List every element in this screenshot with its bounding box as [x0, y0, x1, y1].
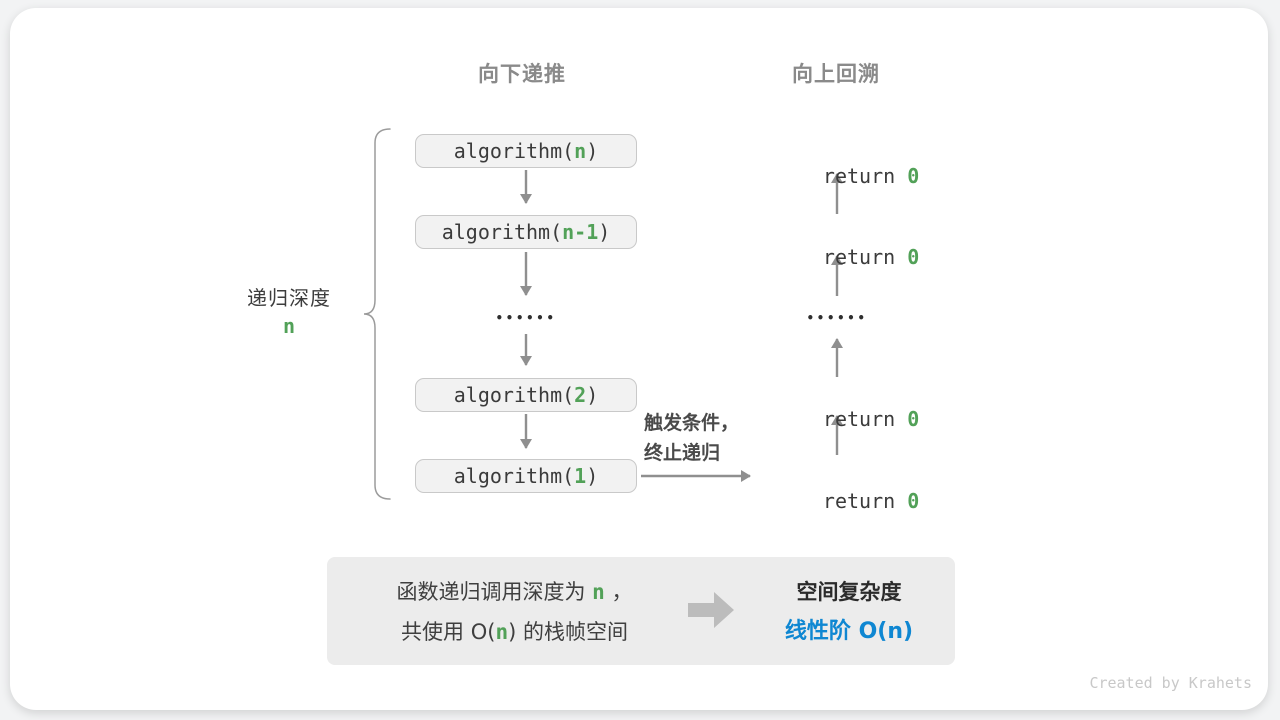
summary-var: n — [495, 620, 509, 644]
call-box-2: algorithm(2) — [415, 378, 637, 412]
base-case-label-line2: 终止递归 — [644, 442, 721, 464]
code-text: algorithm( — [453, 383, 575, 407]
code-text: ) — [598, 220, 611, 244]
call-box-1: algorithm(1) — [415, 459, 637, 493]
call-box-n-1: algorithm(n-1) — [415, 215, 637, 249]
summary-statement: 函数递归调用深度为 n ， 共使用 O(n) 的栈帧空间 — [342, 572, 687, 652]
return-value: 0 — [907, 489, 920, 513]
depth-brace — [363, 128, 391, 500]
implies-arrow-icon — [688, 592, 734, 628]
code-text: algorithm( — [453, 139, 575, 163]
code-arg: n — [574, 139, 587, 163]
credit-watermark: Created by Krahets — [1089, 674, 1252, 692]
recursion-depth-value: n — [282, 314, 296, 338]
code-text: algorithm( — [441, 220, 563, 244]
summary-line2: 共使用 O(n) 的栈帧空间 — [401, 620, 628, 644]
return-row: return 0 — [772, 465, 922, 513]
summary-line1: 函数递归调用深度为 n ， — [396, 580, 633, 604]
code-arg: 1 — [574, 464, 587, 488]
code-text: ) — [586, 383, 599, 407]
return-row: return 0 — [772, 221, 922, 269]
code-text: return — [822, 489, 908, 513]
code-text: return — [822, 245, 908, 269]
space-complexity-title: 空间复杂度 — [796, 580, 902, 604]
return-value: 0 — [907, 245, 920, 269]
header-downward-recursion: 向下递推 — [478, 62, 566, 86]
return-value: 0 — [907, 164, 920, 188]
code-text: ) — [586, 139, 599, 163]
code-text: algorithm( — [453, 464, 575, 488]
recursion-depth-label: 递归深度 — [247, 286, 331, 310]
return-row: return 0 — [772, 383, 922, 431]
header-upward-backtrack: 向上回溯 — [792, 62, 880, 86]
space-complexity-value: 线性阶 O(n) — [784, 619, 914, 644]
code-text: return — [822, 407, 908, 431]
ellipsis-down: •••••• — [495, 311, 557, 325]
code-text: ) — [586, 464, 599, 488]
code-arg: 2 — [574, 383, 587, 407]
ellipsis-up: •••••• — [806, 311, 868, 325]
summary-result: 空间复杂度 线性阶 O(n) — [758, 572, 940, 652]
return-row: return 0 — [772, 140, 922, 188]
summary-panel — [327, 557, 955, 665]
code-arg: n-1 — [562, 220, 599, 244]
summary-var: n — [592, 580, 605, 604]
return-value: 0 — [907, 407, 920, 431]
call-box-n: algorithm(n) — [415, 134, 637, 168]
code-text: return — [822, 164, 908, 188]
base-case-label-line1: 触发条件， — [644, 412, 740, 434]
